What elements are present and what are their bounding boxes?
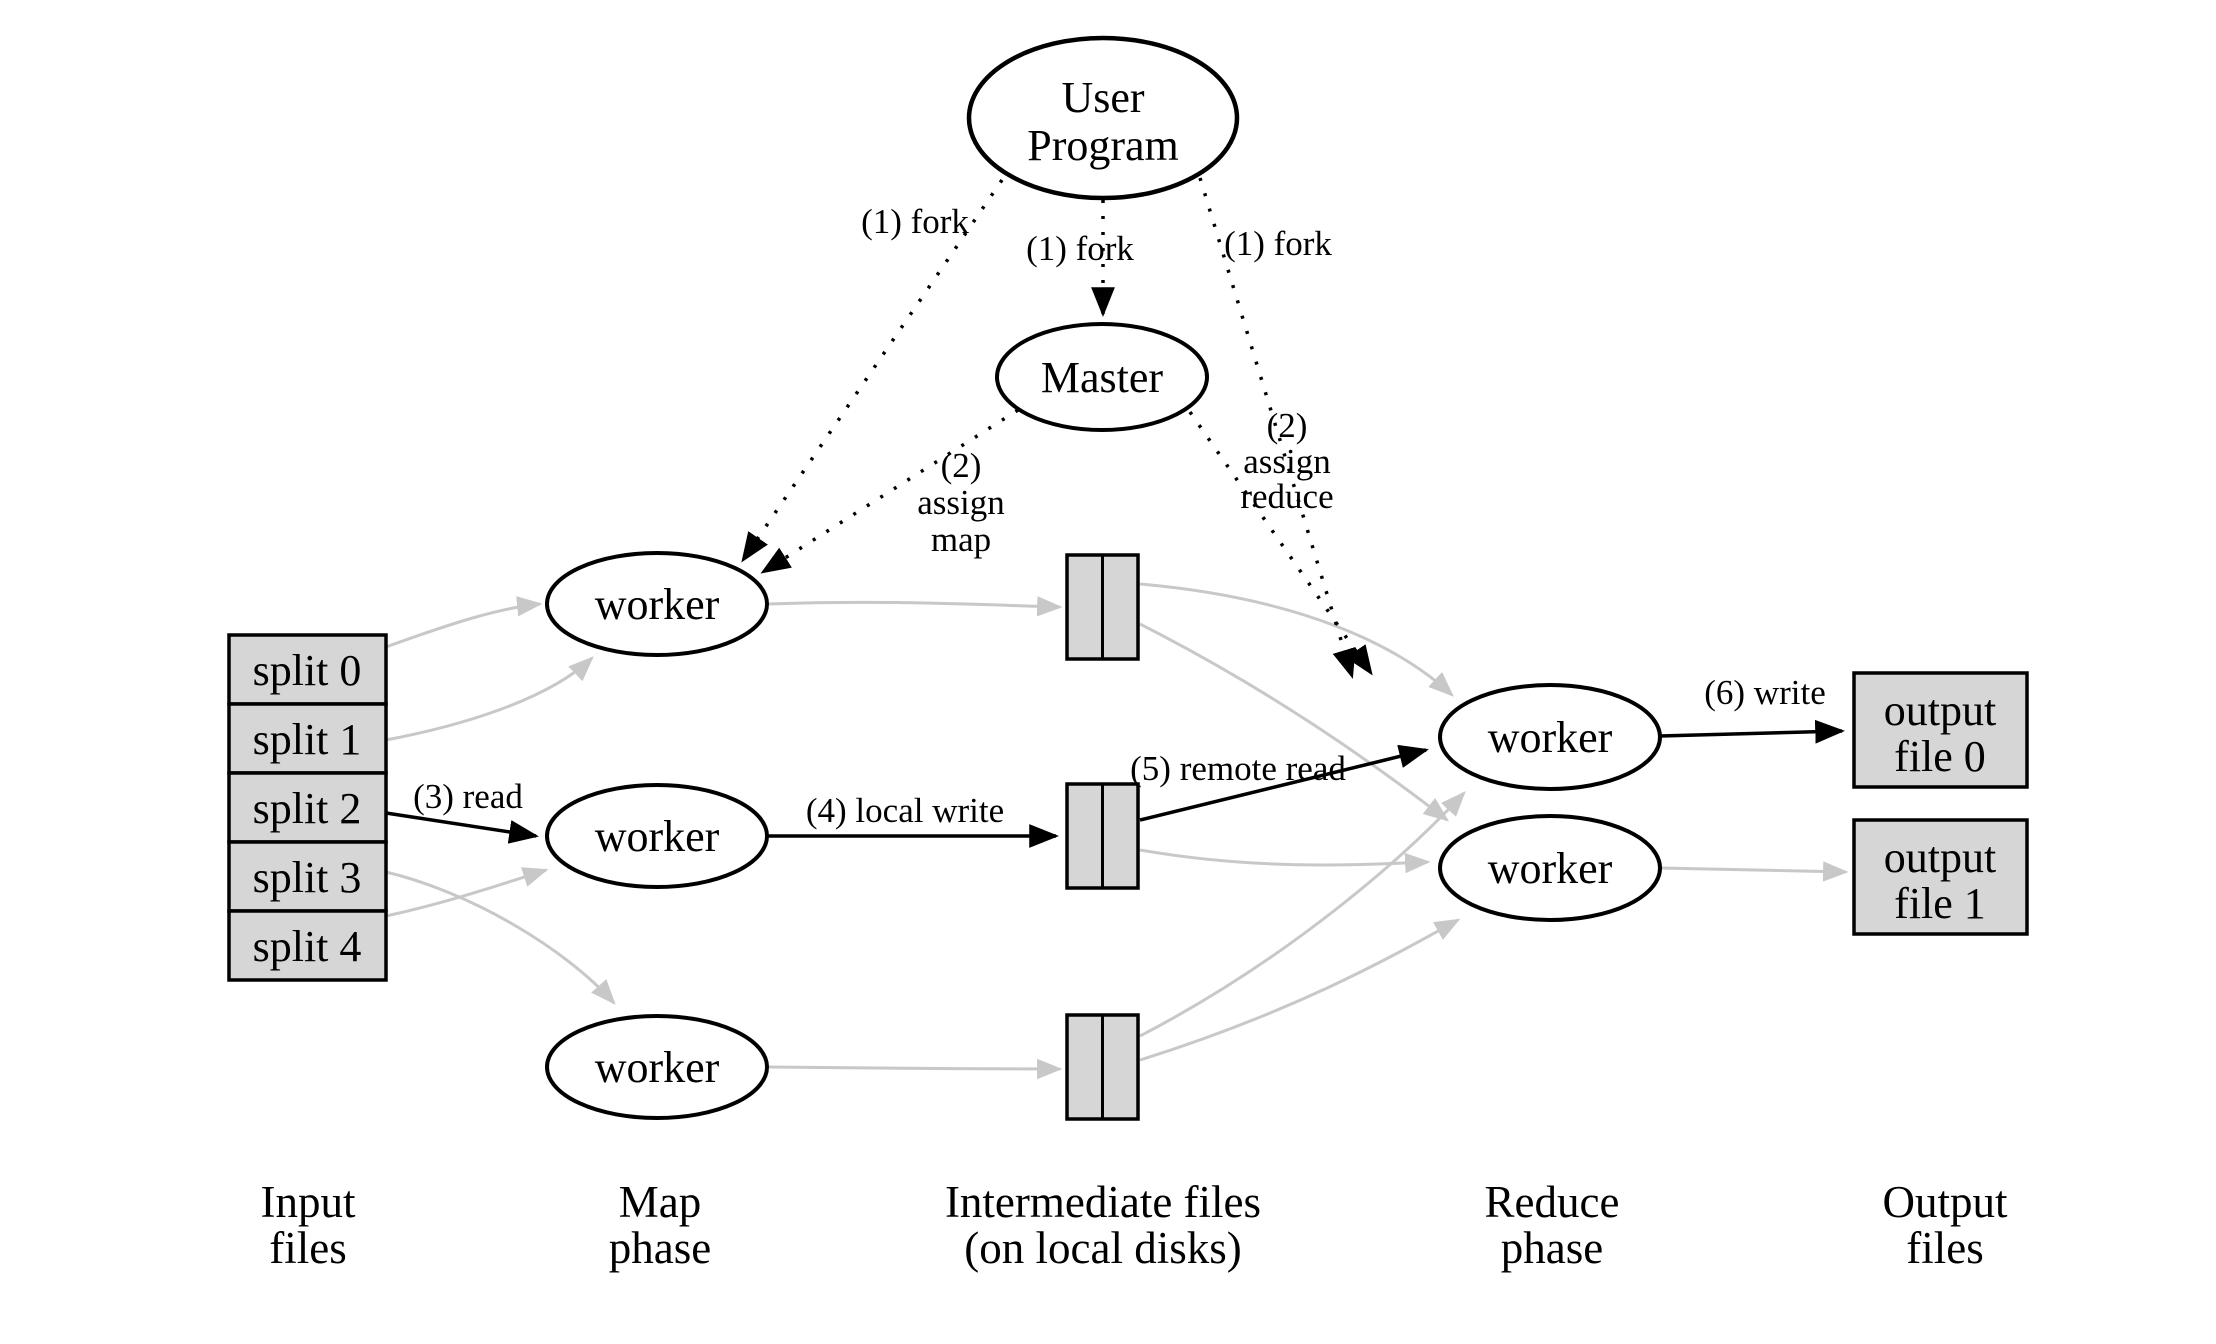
user-program-label-line2: Program	[1027, 121, 1179, 170]
intermediate-file-3	[1065, 1013, 1140, 1121]
intermediate-file-2	[1065, 782, 1140, 890]
dotted-edges	[741, 177, 1373, 679]
user-program-label-line1: User	[1061, 73, 1144, 122]
column-labels: Input files Map phase Intermediate files…	[261, 1177, 2008, 1273]
edge-read	[385, 811, 539, 844]
edge-split3-to-map-worker3	[385, 870, 616, 1005]
reduce-worker-1-ellipse	[1438, 683, 1662, 791]
edge-reduce-worker2-to-output1	[1659, 861, 1849, 882]
local-write-label: (4) local write	[806, 791, 1004, 830]
edge-map-worker1-to-intermediate1	[766, 596, 1063, 617]
edge-split0-to-map-worker1	[385, 596, 543, 649]
output-file-1: output file 1	[1852, 818, 2029, 936]
split-0-label: split 0	[253, 646, 362, 695]
edge-assign-map	[760, 408, 1019, 574]
assign-reduce-label-line3: reduce	[1240, 477, 1333, 516]
split-0-box	[227, 633, 388, 706]
output-file-0: output file 0	[1852, 671, 2029, 789]
col-label-map-line1: Map	[619, 1177, 702, 1227]
edge-fork-right	[1198, 177, 1356, 679]
master-label: Master	[1041, 353, 1164, 402]
output-file-0-line2: file 0	[1894, 732, 1986, 781]
output-file-1-line2: file 1	[1894, 879, 1986, 928]
fork-center-label: (1) fork	[1026, 229, 1134, 268]
black-edges	[385, 719, 1845, 848]
map-worker-1-ellipse	[545, 551, 769, 657]
master-node: Master	[995, 322, 1209, 432]
assign-map-label-line1: (2)	[941, 446, 982, 485]
split-4-box	[227, 909, 388, 982]
output-file-0-box	[1852, 671, 2029, 789]
remote-read-label: (5) remote read	[1130, 749, 1346, 788]
map-worker-2-ellipse	[545, 783, 769, 889]
col-label-input-line2: files	[269, 1223, 346, 1273]
edge-intermediate3-to-reduce-worker2	[1139, 918, 1461, 1062]
reduce-worker-2-ellipse	[1438, 814, 1662, 922]
edge-split4-to-map-worker2	[385, 867, 549, 918]
map-worker-1-label: worker	[595, 580, 720, 629]
split-2-box	[227, 771, 388, 844]
assign-reduce-label-line2: assign	[1243, 442, 1331, 481]
col-label-intermediate-line1: Intermediate files	[945, 1177, 1261, 1227]
map-worker-2: worker	[545, 783, 769, 889]
col-label-intermediate-line2: (on local disks)	[964, 1223, 1241, 1273]
split-4-label: split 4	[253, 922, 362, 971]
reduce-worker-1-label: worker	[1488, 713, 1613, 762]
output-file-0-line1: output	[1884, 686, 1996, 735]
assign-map-label-line2: assign	[917, 483, 1005, 522]
edge-intermediate2-to-reduce-worker2	[1139, 848, 1431, 874]
edge-intermediate1-to-reduce-worker2	[1139, 622, 1450, 822]
edge-split1-to-map-worker1	[385, 656, 594, 742]
intermediate-file-1	[1065, 553, 1140, 661]
master-ellipse	[995, 322, 1209, 432]
edge-write	[1659, 719, 1845, 744]
map-worker-2-label: worker	[595, 812, 720, 861]
split-3-label: split 3	[253, 853, 362, 902]
user-program-ellipse	[966, 35, 1240, 201]
col-label-reduce-line1: Reduce	[1485, 1177, 1620, 1227]
reduce-worker-1: worker	[1438, 683, 1662, 791]
map-worker-3: worker	[545, 1014, 769, 1120]
map-worker-3-label: worker	[595, 1043, 720, 1092]
split-3-box	[227, 840, 388, 913]
output-file-1-box	[1852, 818, 2029, 936]
split-1-label: split 1	[253, 715, 362, 764]
output-file-1-line1: output	[1884, 833, 1996, 882]
split-2-label: split 2	[253, 784, 362, 833]
col-label-output-line2: files	[1906, 1223, 1983, 1273]
col-label-output-line1: Output	[1882, 1177, 2008, 1227]
edge-labels: (1) fork (1) fork (1) fork (2) assign ma…	[413, 202, 1826, 830]
edge-intermediate1-to-reduce-worker1	[1139, 582, 1454, 697]
edge-intermediate3-to-reduce-worker1	[1139, 791, 1466, 1038]
reduce-worker-2: worker	[1438, 814, 1662, 922]
reduce-worker-2-label: worker	[1488, 844, 1613, 893]
col-label-input-line1: Input	[261, 1177, 356, 1227]
fork-right-label: (1) fork	[1224, 224, 1332, 263]
input-split-stack: split 0 split 1 split 2 split 3 split 4	[227, 633, 388, 982]
col-label-map-line2: phase	[609, 1223, 711, 1273]
assign-reduce-label-line1: (2)	[1267, 406, 1308, 445]
read-label: (3) read	[413, 777, 523, 816]
map-worker-3-ellipse	[545, 1014, 769, 1120]
assign-map-label-line3: map	[931, 520, 991, 559]
map-worker-1: worker	[545, 551, 769, 657]
edge-map-worker3-to-intermediate3	[766, 1058, 1063, 1080]
edge-remote-read	[1139, 744, 1429, 822]
col-label-reduce-line2: phase	[1501, 1223, 1603, 1273]
fork-left-label: (1) fork	[861, 202, 969, 241]
gray-edges	[385, 582, 1849, 1080]
write-label: (6) write	[1704, 673, 1825, 712]
user-program-node: User Program	[966, 35, 1240, 201]
